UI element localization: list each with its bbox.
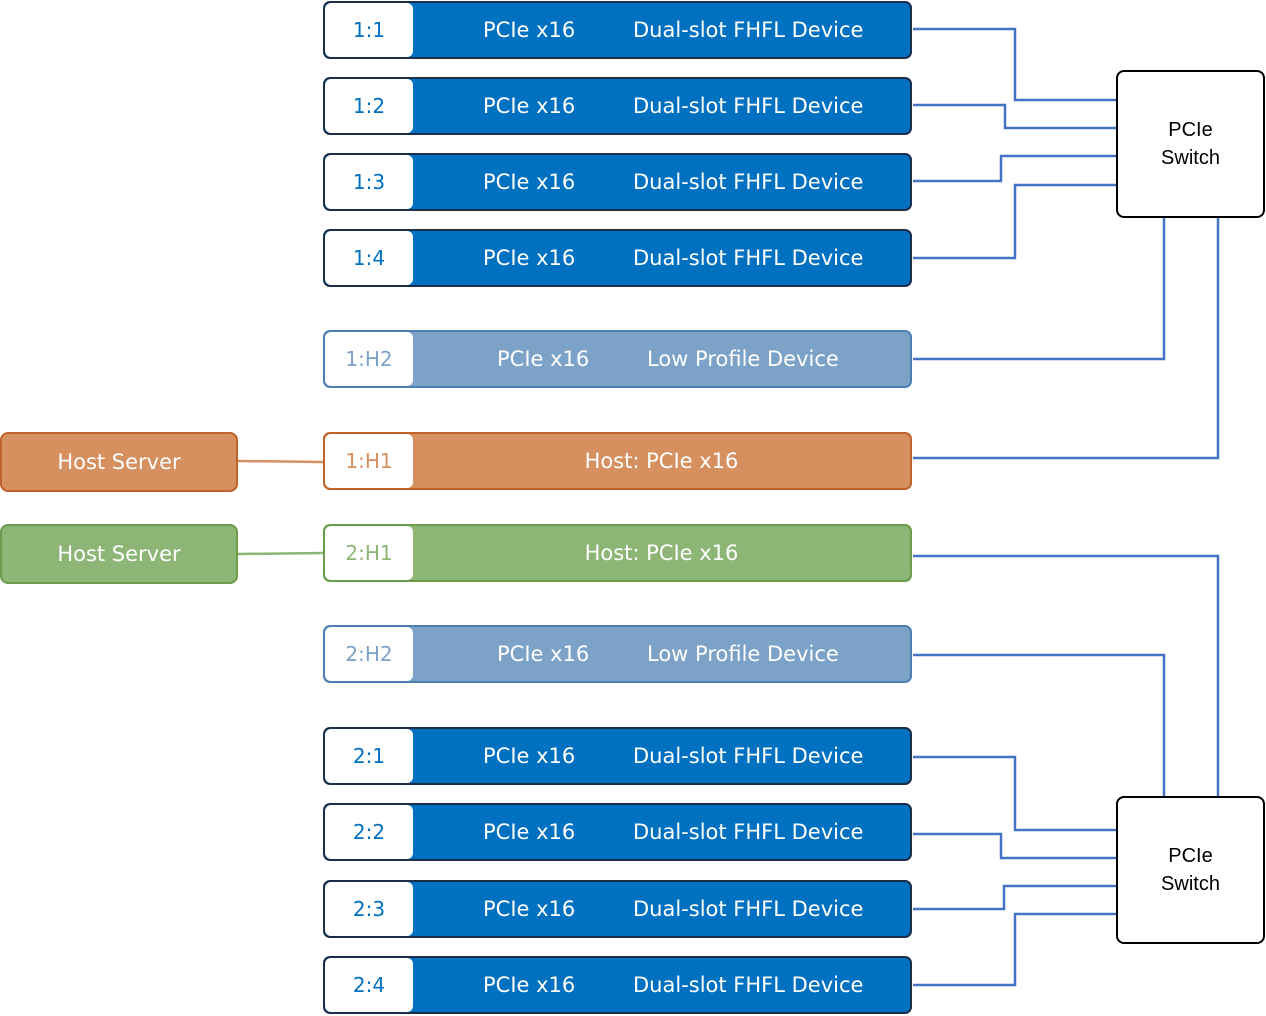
- wire-2-4: [913, 912, 1117, 987]
- slot-1-h1: 1:H1 Host: PCIe x16: [323, 432, 912, 490]
- slot-2-1: 2:1 PCIe x16 Dual-slot FHFL Device: [323, 727, 912, 785]
- slot-1-3: 1:3 PCIe x16 Dual-slot FHFL Device: [323, 153, 912, 211]
- slot-id: 1:H1: [325, 434, 413, 488]
- slot-id: 1:3: [325, 155, 413, 209]
- wire-1-h2: [913, 218, 1166, 361]
- switch-label-line2: Switch: [1161, 873, 1220, 895]
- slot-id: 1:H2: [325, 332, 413, 386]
- slot-2-3: 2:3 PCIe x16 Dual-slot FHFL Device: [323, 880, 912, 938]
- wire-2-1: [913, 755, 1117, 832]
- slot-device: Dual-slot FHFL Device: [633, 820, 864, 844]
- wire-server-2: [237, 551, 325, 556]
- slot-device: Low Profile Device: [647, 347, 839, 371]
- slot-1-4: 1:4 PCIe x16 Dual-slot FHFL Device: [323, 229, 912, 287]
- slot-id: 2:4: [325, 958, 413, 1012]
- slot-1-h2: 1:H2 PCIe x16 Low Profile Device: [323, 330, 912, 388]
- slot-host-label: Host: PCIe x16: [584, 449, 739, 473]
- wire-server-1: [237, 459, 325, 464]
- slot-id: 2:1: [325, 729, 413, 783]
- slot-type: PCIe x16: [483, 897, 576, 921]
- slot-id: 2:H1: [325, 526, 413, 580]
- slot-id: 2:3: [325, 882, 413, 936]
- pcie-switch-1: PCIe Switch: [1116, 70, 1265, 218]
- slot-device: Dual-slot FHFL Device: [633, 897, 864, 921]
- wire-2-2: [913, 832, 1117, 860]
- slot-type: PCIe x16: [497, 642, 590, 666]
- wire-1-3: [913, 154, 1117, 183]
- slot-id: 2:2: [325, 805, 413, 859]
- slot-type: PCIe x16: [483, 170, 576, 194]
- wire-1-2: [913, 103, 1117, 130]
- pcie-switch-2: PCIe Switch: [1116, 796, 1265, 944]
- slot-device: Dual-slot FHFL Device: [633, 18, 864, 42]
- wire-2-h1: [913, 554, 1220, 797]
- slot-id: 1:1: [325, 3, 413, 57]
- slot-type: PCIe x16: [497, 347, 590, 371]
- slot-2-h2: 2:H2 PCIe x16 Low Profile Device: [323, 625, 912, 683]
- slot-id: 2:H2: [325, 627, 413, 681]
- slot-device: Dual-slot FHFL Device: [633, 246, 864, 270]
- wire-1-1: [913, 27, 1117, 102]
- slot-type: PCIe x16: [483, 94, 576, 118]
- host-server-1: Host Server: [0, 432, 238, 492]
- slot-1-1: 1:1 PCIe x16 Dual-slot FHFL Device: [323, 1, 912, 59]
- slot-type: PCIe x16: [483, 18, 576, 42]
- slot-2-h1: 2:H1 Host: PCIe x16: [323, 524, 912, 582]
- wire-2-h2: [913, 653, 1166, 797]
- slot-2-2: 2:2 PCIe x16 Dual-slot FHFL Device: [323, 803, 912, 861]
- wire-2-3: [913, 884, 1117, 911]
- slot-device: Dual-slot FHFL Device: [633, 973, 864, 997]
- slot-device: Low Profile Device: [647, 642, 839, 666]
- switch-label-line1: PCIe: [1168, 119, 1213, 141]
- slot-device: Dual-slot FHFL Device: [633, 94, 864, 118]
- slot-type: PCIe x16: [483, 973, 576, 997]
- host-server-2: Host Server: [0, 524, 238, 584]
- switch-label-line2: Switch: [1161, 147, 1220, 169]
- slot-type: PCIe x16: [483, 820, 576, 844]
- slot-2-4: 2:4 PCIe x16 Dual-slot FHFL Device: [323, 956, 912, 1014]
- slot-type: PCIe x16: [483, 744, 576, 768]
- slot-id: 1:4: [325, 231, 413, 285]
- wire-1-4: [913, 183, 1117, 260]
- slot-1-2: 1:2 PCIe x16 Dual-slot FHFL Device: [323, 77, 912, 135]
- switch-label-line1: PCIe: [1168, 845, 1213, 867]
- slot-device: Dual-slot FHFL Device: [633, 170, 864, 194]
- slot-device: Dual-slot FHFL Device: [633, 744, 864, 768]
- slot-id: 1:2: [325, 79, 413, 133]
- wire-1-h1: [913, 218, 1220, 460]
- slot-type: PCIe x16: [483, 246, 576, 270]
- slot-host-label: Host: PCIe x16: [584, 541, 739, 565]
